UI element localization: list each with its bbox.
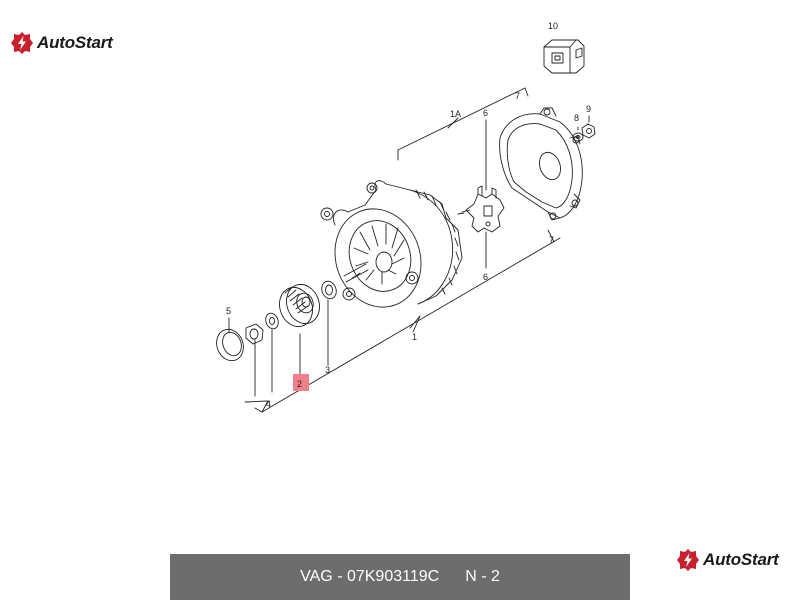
callout-6-top: 6 xyxy=(483,108,488,118)
callout-1: 1 xyxy=(412,332,417,342)
autostart-logo-bottom: AutoStart xyxy=(676,548,779,572)
voltage-regulator xyxy=(457,185,505,233)
electrical-connector xyxy=(543,39,585,74)
assembly-bracket-lines xyxy=(228,87,590,413)
callout-3: 3 xyxy=(325,365,330,375)
callout-1a: 1A xyxy=(450,109,461,119)
washer-small xyxy=(265,312,279,330)
pulley-nut xyxy=(245,323,264,345)
rear-cover xyxy=(499,107,583,221)
spacer-ring xyxy=(321,280,337,300)
highlight-box xyxy=(293,374,309,391)
cover-nut xyxy=(581,123,596,139)
callout-8: 8 xyxy=(574,113,579,123)
callout-7-top: 7 xyxy=(515,91,520,101)
alternator-body xyxy=(320,180,463,308)
washer-cover xyxy=(572,132,584,142)
logo-text: AutoStart xyxy=(703,550,779,569)
callout-4: 4 xyxy=(266,399,271,409)
part-number: VAG - 07K903119C xyxy=(300,568,440,585)
callout-5: 5 xyxy=(226,306,231,316)
autostart-gear-logo-icon xyxy=(677,549,699,571)
callout-10: 10 xyxy=(548,21,558,31)
autostart-logo-top: AutoStart xyxy=(10,31,113,55)
protective-cap xyxy=(216,328,244,362)
part-number-bar: VAG - 07K903119C N - 2 xyxy=(170,554,630,600)
callout-9: 9 xyxy=(586,104,591,114)
callout-7-bottom: 7 xyxy=(549,235,554,245)
logo-text: AutoStart xyxy=(37,33,113,52)
callout-2: 2 xyxy=(297,379,302,389)
callout-6-bottom: 6 xyxy=(483,272,488,282)
position-number: N - 2 xyxy=(465,568,500,585)
freewheel-pulley xyxy=(279,283,320,328)
autostart-gear-logo-icon xyxy=(11,32,33,54)
